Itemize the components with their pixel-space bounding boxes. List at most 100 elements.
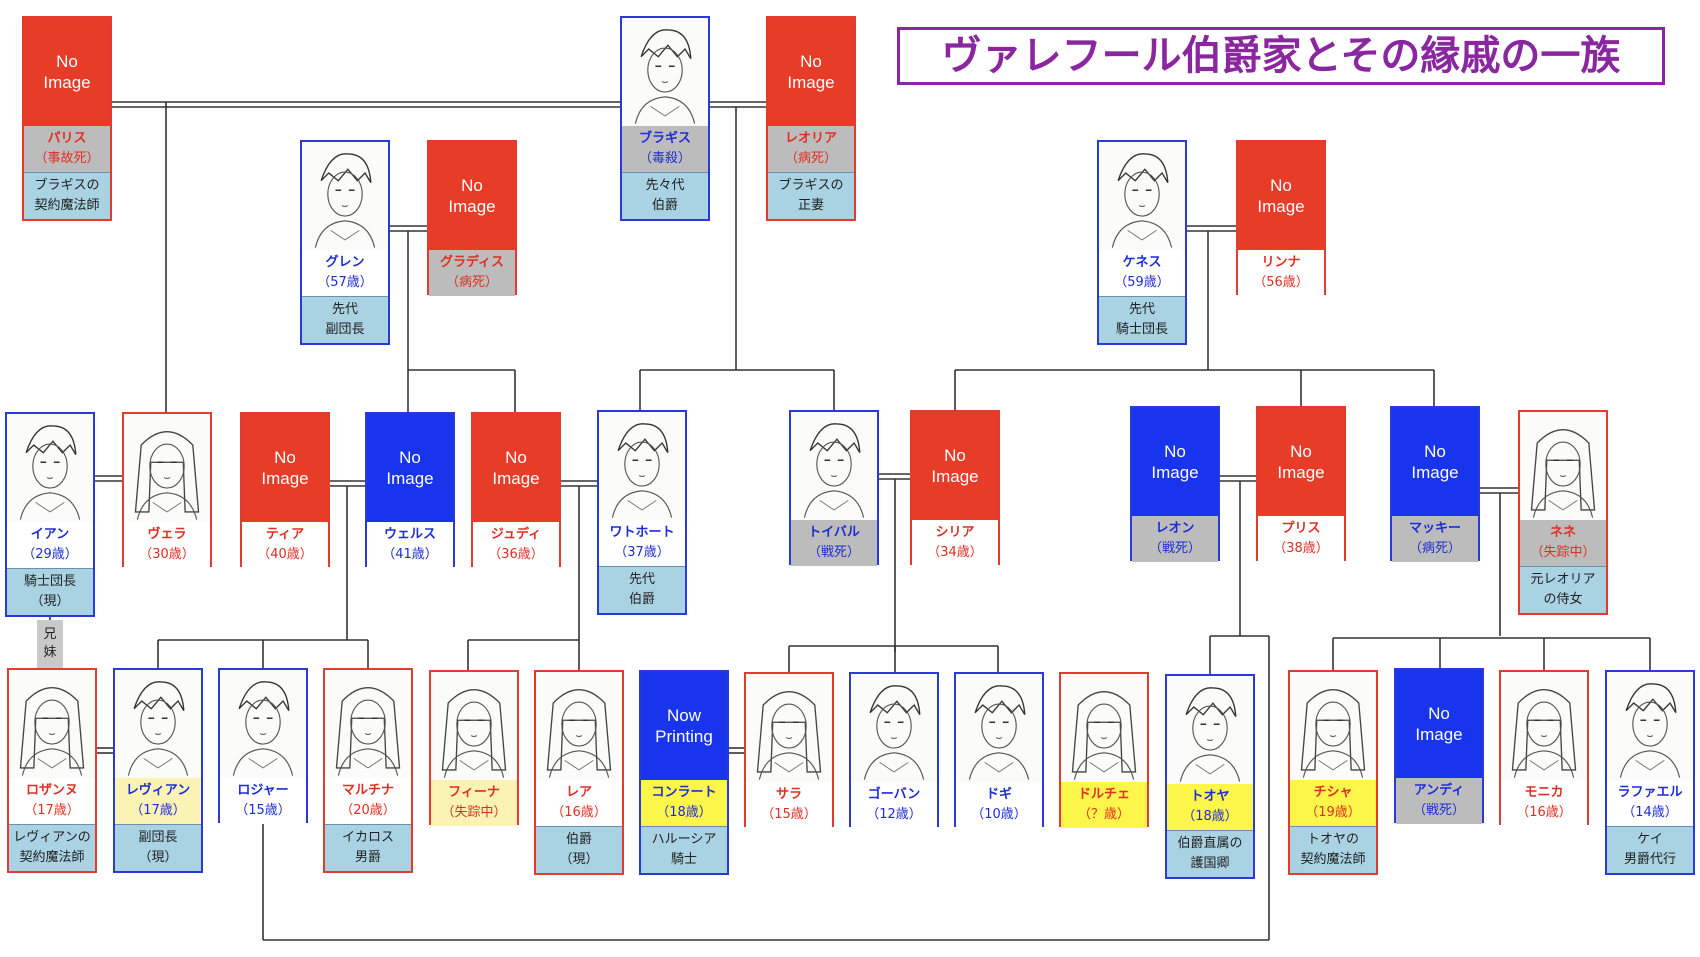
- person-status: （17歳）: [130, 803, 186, 818]
- person-status: （20歳）: [340, 803, 396, 818]
- person-card-raphael[interactable]: ラファエル（14歳）ケイ男爵代行: [1605, 670, 1695, 875]
- person-card-bragis[interactable]: ブラギス（毒殺）先々代伯爵: [620, 16, 710, 221]
- person-card-rea[interactable]: レア（16歳）伯爵（現）: [534, 670, 624, 875]
- portrait-sketch: [599, 414, 685, 518]
- person-status: （16歳）: [551, 805, 607, 820]
- person-status: （17歳）: [24, 803, 80, 818]
- person-card-toibal[interactable]: トイバル（戦死）: [789, 410, 879, 566]
- person-name: ブラギス: [638, 131, 691, 146]
- person-card-ian[interactable]: イアン（29歳）騎士団長（現）: [5, 412, 95, 617]
- portrait: [1501, 672, 1587, 780]
- person-name: グラディス: [439, 255, 505, 270]
- person-status: （57歳）: [317, 275, 373, 290]
- portrait-sketch: [851, 676, 937, 780]
- person-status: （病死）: [445, 275, 498, 290]
- person-card-martina[interactable]: マルチナ （20歳） イカロス男爵: [323, 668, 413, 873]
- person-description: 先代伯爵: [599, 566, 685, 613]
- person-status: （戦死）: [1412, 803, 1465, 818]
- person-name: ウェルス: [383, 527, 436, 542]
- person-card-sara[interactable]: サラ（15歳）: [744, 672, 834, 828]
- person-name: プリス: [1281, 521, 1321, 536]
- person-description: 騎士団長（現）: [7, 568, 93, 615]
- person-name: コンラート: [651, 785, 717, 800]
- person-description: 先々代伯爵: [622, 172, 708, 219]
- person-desc-line2: （現）: [30, 594, 70, 609]
- person-label: ドルチェ（？歳）: [1061, 782, 1147, 828]
- person-card-dogi[interactable]: ドギ（10歳）: [954, 672, 1044, 828]
- person-card-monica[interactable]: モニカ（16歳）: [1499, 670, 1589, 826]
- person-card-levian[interactable]: レヴィアン（17歳）副団長（現）: [113, 668, 203, 873]
- person-card-dolce[interactable]: ドルチェ（？歳）: [1059, 672, 1149, 828]
- person-card-toya[interactable]: トオヤ（18歳） 伯爵直属の護国卿: [1165, 674, 1255, 879]
- person-status: （40歳）: [257, 547, 313, 562]
- person-card-fina[interactable]: フィーナ（失踪中）: [429, 670, 519, 826]
- person-desc-line2: 伯爵: [651, 198, 678, 213]
- person-description: ブラギスの契約魔法師: [24, 172, 110, 219]
- person-desc-line2: 契約魔法師: [34, 198, 100, 213]
- person-description: ケイ男爵代行: [1607, 826, 1693, 873]
- person-card-chisha[interactable]: チシャ（19歳）トオヤの契約魔法師: [1288, 670, 1378, 875]
- person-name: レオン: [1155, 521, 1195, 536]
- portrait: [1167, 676, 1253, 784]
- person-card-kenes[interactable]: ケネス（59歳）先代騎士団長: [1097, 140, 1187, 345]
- person-description: 副団長（現）: [115, 824, 201, 871]
- person-status: （10歳）: [971, 807, 1027, 822]
- portrait-sketch: [115, 672, 201, 776]
- person-label: リンナ（56歳）: [1238, 250, 1324, 296]
- person-card-wathort[interactable]: ワトホート（37歳）先代伯爵: [597, 410, 687, 615]
- person-desc-line1: 先代: [1128, 302, 1155, 317]
- person-desc-line1: イカロス: [341, 830, 394, 845]
- person-status: （41歳）: [382, 547, 438, 562]
- portrait: [599, 412, 685, 520]
- portrait-sketch: [791, 414, 877, 518]
- sibling-note-line2: 妹: [43, 645, 57, 660]
- person-label: ジュディ（36歳）: [473, 522, 559, 568]
- person-label: ヴェラ（30歳）: [124, 522, 210, 568]
- person-desc-line2: の侍女: [1543, 592, 1583, 607]
- person-label: モニカ（16歳）: [1501, 780, 1587, 826]
- person-name: ジュディ: [490, 527, 542, 542]
- person-desc-line1: ブラギスの: [34, 178, 100, 193]
- person-name: ロザンヌ: [25, 783, 78, 798]
- person-desc-line2: 護国卿: [1190, 856, 1230, 871]
- person-desc-line2: 契約魔法師: [1300, 852, 1366, 867]
- person-description: ブラギスの正妻: [768, 172, 854, 219]
- portrait-sketch: [1607, 674, 1693, 778]
- person-label: トオヤ（18歳）: [1167, 784, 1253, 830]
- person-status: （38歳）: [1273, 541, 1329, 556]
- person-desc-line1: ケイ: [1637, 832, 1663, 847]
- person-name: マルチナ: [341, 783, 394, 798]
- person-name: ゴーバン: [867, 787, 921, 802]
- portrait-sketch: [1520, 414, 1606, 518]
- person-card-nene[interactable]: ネネ（失踪中）元レオリアの侍女: [1518, 410, 1608, 615]
- person-card-rozanne[interactable]: ロザンヌ（17歳）レヴィアンの契約魔法師: [7, 668, 97, 873]
- person-card-vera[interactable]: ヴェラ（30歳）: [122, 412, 212, 568]
- portrait: [325, 670, 411, 778]
- person-card-roger[interactable]: ロジャー（15歳）: [218, 668, 308, 824]
- person-desc-line1: トオヤの: [1306, 832, 1359, 847]
- person-name: ネネ: [1549, 525, 1576, 540]
- person-card-gobang[interactable]: ゴーバン（12歳）: [849, 672, 939, 828]
- person-label: レア（16歳）: [536, 780, 622, 826]
- person-desc-line2: 騎士団長: [1115, 322, 1168, 337]
- person-desc-line1: 伯爵直属の: [1177, 836, 1243, 851]
- person-card-glen[interactable]: グレン（57歳）先代副団長: [300, 140, 390, 345]
- portrait-sketch: [956, 676, 1042, 780]
- person-desc-line2: 男爵: [354, 850, 381, 865]
- no-image-placeholder: No Image: [242, 414, 328, 522]
- person-label: プリス （38歳）: [1258, 516, 1344, 562]
- person-name: チシャ: [1313, 785, 1353, 800]
